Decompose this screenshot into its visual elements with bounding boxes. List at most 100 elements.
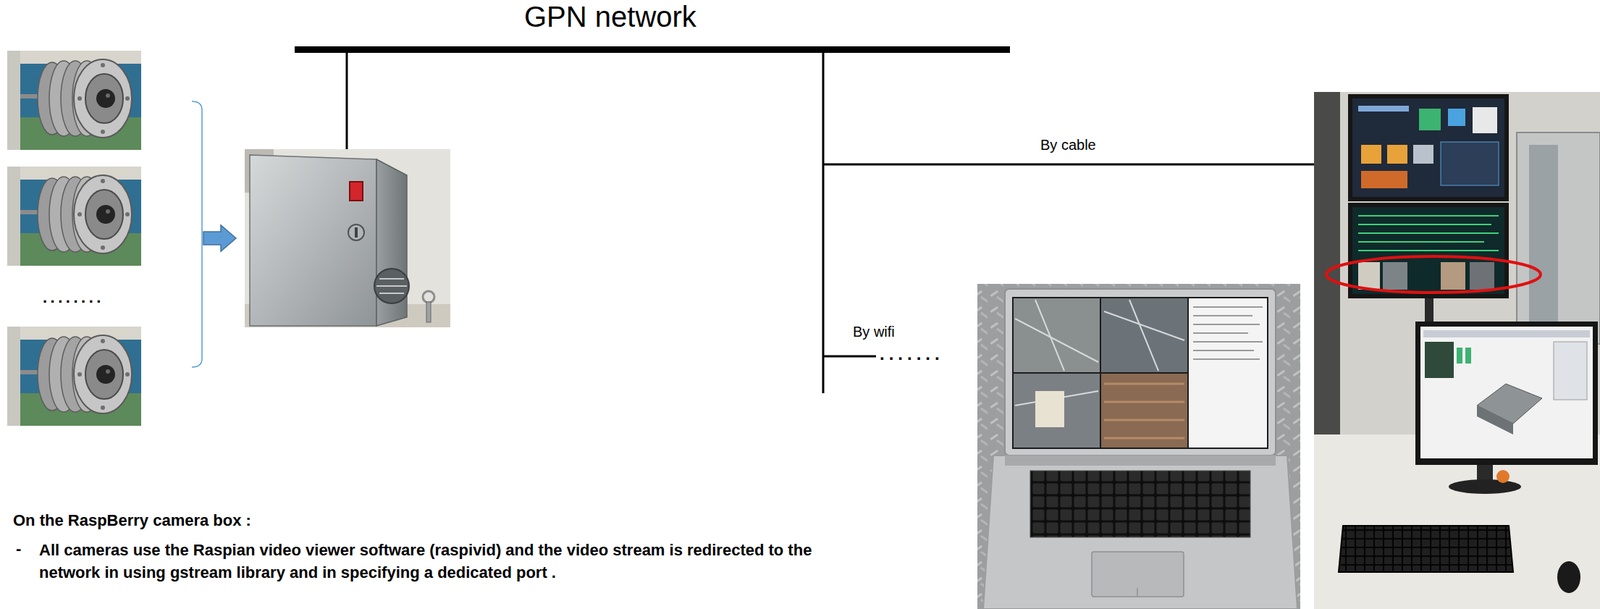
bullet-mark: -	[15, 539, 21, 558]
control-room-photo	[1476, 405, 1514, 435]
camera-box-photo	[379, 278, 404, 280]
camera-photo	[7, 166, 142, 266]
laptop-photo	[1015, 318, 1099, 362]
flow-arrow	[203, 225, 237, 252]
camera-box-photo	[422, 291, 435, 303]
camera-box-photo	[348, 224, 365, 241]
grouping-bracket	[191, 101, 202, 368]
camera-box-photo	[426, 301, 431, 323]
control-room-photo	[1358, 262, 1380, 290]
control-room-photo	[1456, 347, 1463, 364]
link-label: By wifi	[852, 323, 895, 341]
control-room-photo	[1348, 202, 1509, 299]
network-wire	[346, 49, 349, 150]
camera-box-photo	[244, 149, 451, 328]
network-wire	[346, 49, 1315, 394]
control-room-photo	[1382, 262, 1408, 290]
control-room-photo	[1358, 215, 1499, 251]
laptop-photo	[1012, 296, 1269, 449]
laptop-photo	[1104, 419, 1185, 422]
control-room-photo	[1358, 223, 1492, 226]
control-room-photo	[1448, 479, 1522, 494]
grouping-bracket	[191, 101, 202, 368]
flow-arrow	[203, 225, 237, 252]
control-room-photo	[1469, 262, 1495, 290]
control-room-photo	[1423, 330, 1590, 338]
network-wire	[823, 355, 877, 358]
laptop-photo	[977, 283, 1301, 609]
control-room-photo	[1553, 341, 1587, 400]
camera-photo	[7, 326, 142, 426]
laptop-photo	[1193, 323, 1260, 326]
control-room-photo	[1361, 144, 1382, 164]
link-label: By cable	[1040, 136, 1097, 154]
laptop-photo	[1193, 332, 1249, 334]
network-bus	[294, 46, 1010, 53]
control-room-photo	[1557, 561, 1581, 593]
control-room-photo	[1472, 107, 1498, 134]
control-room-photo	[1326, 256, 1541, 293]
control-room-photo	[1496, 469, 1510, 483]
camera-photo	[7, 50, 142, 150]
control-room-photo	[1358, 249, 1499, 252]
laptop-photo	[1193, 340, 1263, 343]
laptop-photo	[983, 455, 1298, 609]
control-room-photo	[1529, 144, 1559, 332]
laptop-photo	[1136, 587, 1139, 597]
control-room-photo	[1348, 94, 1509, 202]
laptop-photo	[1015, 299, 1185, 406]
camera-box-photo	[376, 285, 407, 287]
laptop-photo	[1101, 298, 1188, 373]
control-room-photo	[1465, 347, 1472, 364]
control-room-photo	[1352, 207, 1505, 294]
control-room-photo	[1387, 144, 1408, 164]
laptop-photo	[1188, 298, 1267, 448]
note-text: All cameras use the Raspian video viewer…	[39, 539, 865, 585]
control-room-photo	[1424, 341, 1454, 378]
laptop-photo	[1193, 358, 1260, 360]
control-room-photo	[1358, 232, 1499, 234]
note-heading: On the RaspBerry camera box :	[13, 511, 252, 530]
laptop-photo	[1004, 455, 1276, 466]
control-room-photo	[1361, 170, 1408, 189]
camera-box-photo	[349, 181, 363, 201]
laptop-photo	[1101, 373, 1188, 448]
network-bus	[294, 46, 1010, 53]
laptop-photo	[1035, 299, 1065, 371]
network-wire	[823, 163, 1315, 166]
laptop-photo	[1129, 299, 1159, 371]
laptop-photo	[977, 283, 1301, 609]
laptop-photo	[1035, 390, 1065, 428]
control-room-photo	[1440, 141, 1499, 186]
control-room-photo	[1413, 144, 1434, 164]
laptop-photo	[1091, 551, 1184, 597]
laptop-photo	[1193, 306, 1263, 308]
laptop-photo	[1104, 437, 1185, 440]
laptop-photo	[1013, 373, 1100, 448]
ellipsis-dots: ........	[42, 288, 105, 307]
laptop-photo	[1104, 383, 1185, 439]
laptop-photo	[1193, 314, 1253, 317]
network-wire	[822, 49, 825, 394]
laptop-photo	[1104, 382, 1185, 386]
laptop-photo	[1104, 401, 1185, 404]
control-room-photo	[1358, 105, 1409, 112]
control-room-photo	[1415, 321, 1598, 465]
control-room-photo	[1419, 108, 1441, 131]
control-room-photo	[1352, 98, 1505, 197]
control-room-photo	[1358, 241, 1485, 243]
camera-box-photo	[376, 278, 407, 294]
camera-photo	[7, 50, 142, 426]
control-room-photo	[1424, 298, 1434, 323]
control-room-photo	[1338, 525, 1514, 572]
control-room-photo	[1314, 91, 1600, 609]
control-room-photo	[1440, 262, 1466, 290]
control-room-photo	[1447, 108, 1466, 126]
laptop-photo	[1013, 298, 1100, 373]
laptop-photo	[1030, 470, 1251, 538]
camera-box-photo	[374, 268, 410, 304]
ellipsis-dots: .......	[879, 343, 945, 365]
laptop-photo	[1193, 349, 1254, 352]
control-room-photo	[1516, 132, 1600, 344]
